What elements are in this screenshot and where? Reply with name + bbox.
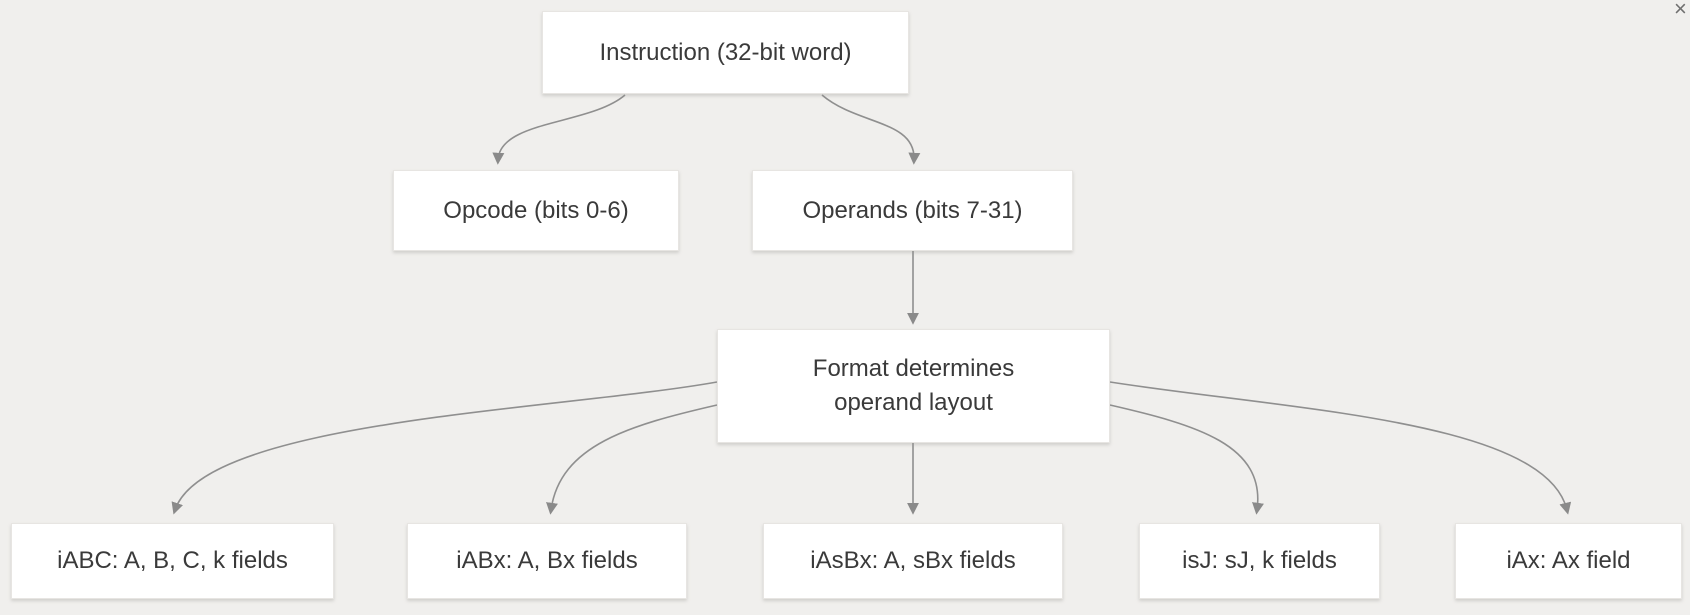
edge-instruction-opcode (492, 94, 626, 165)
node-iabx: iABx: A, Bx fields (407, 523, 687, 599)
node-instruction: Instruction (32-bit word) (542, 11, 909, 94)
node-iabx-label: iABx: A, Bx fields (456, 547, 638, 574)
edge-format-iax (1109, 381, 1572, 515)
node-instruction-label: Instruction (32-bit word) (599, 38, 852, 66)
node-operands: Operands (bits 7-31) (752, 170, 1073, 251)
node-isj: isJ: sJ, k fields (1139, 523, 1380, 599)
node-opcode-label: Opcode (bits 0-6) (443, 196, 629, 224)
node-iasbx-label: iAsBx: A, sBx fields (810, 547, 1016, 574)
close-icon[interactable]: × (1674, 0, 1687, 21)
node-iax: iAx: Ax field (1455, 523, 1682, 599)
edge-format-iabx (546, 404, 718, 515)
node-isj-label: isJ: sJ, k fields (1182, 547, 1337, 574)
node-iax-label: iAx: Ax field (1506, 547, 1631, 574)
node-format: Format determines operand layout (717, 329, 1110, 443)
edge-instruction-operands (821, 94, 921, 165)
edge-format-iabc (171, 381, 718, 515)
node-format-label: Format determines operand layout (812, 355, 1015, 416)
node-iabc-label: iABC: A, B, C, k fields (57, 547, 288, 574)
edge-format-isj (1109, 404, 1264, 515)
node-operands-label: Operands (bits 7-31) (802, 196, 1023, 224)
node-opcode: Opcode (bits 0-6) (393, 170, 679, 251)
node-iasbx: iAsBx: A, sBx fields (763, 523, 1063, 599)
node-iabc: iABC: A, B, C, k fields (11, 523, 334, 599)
